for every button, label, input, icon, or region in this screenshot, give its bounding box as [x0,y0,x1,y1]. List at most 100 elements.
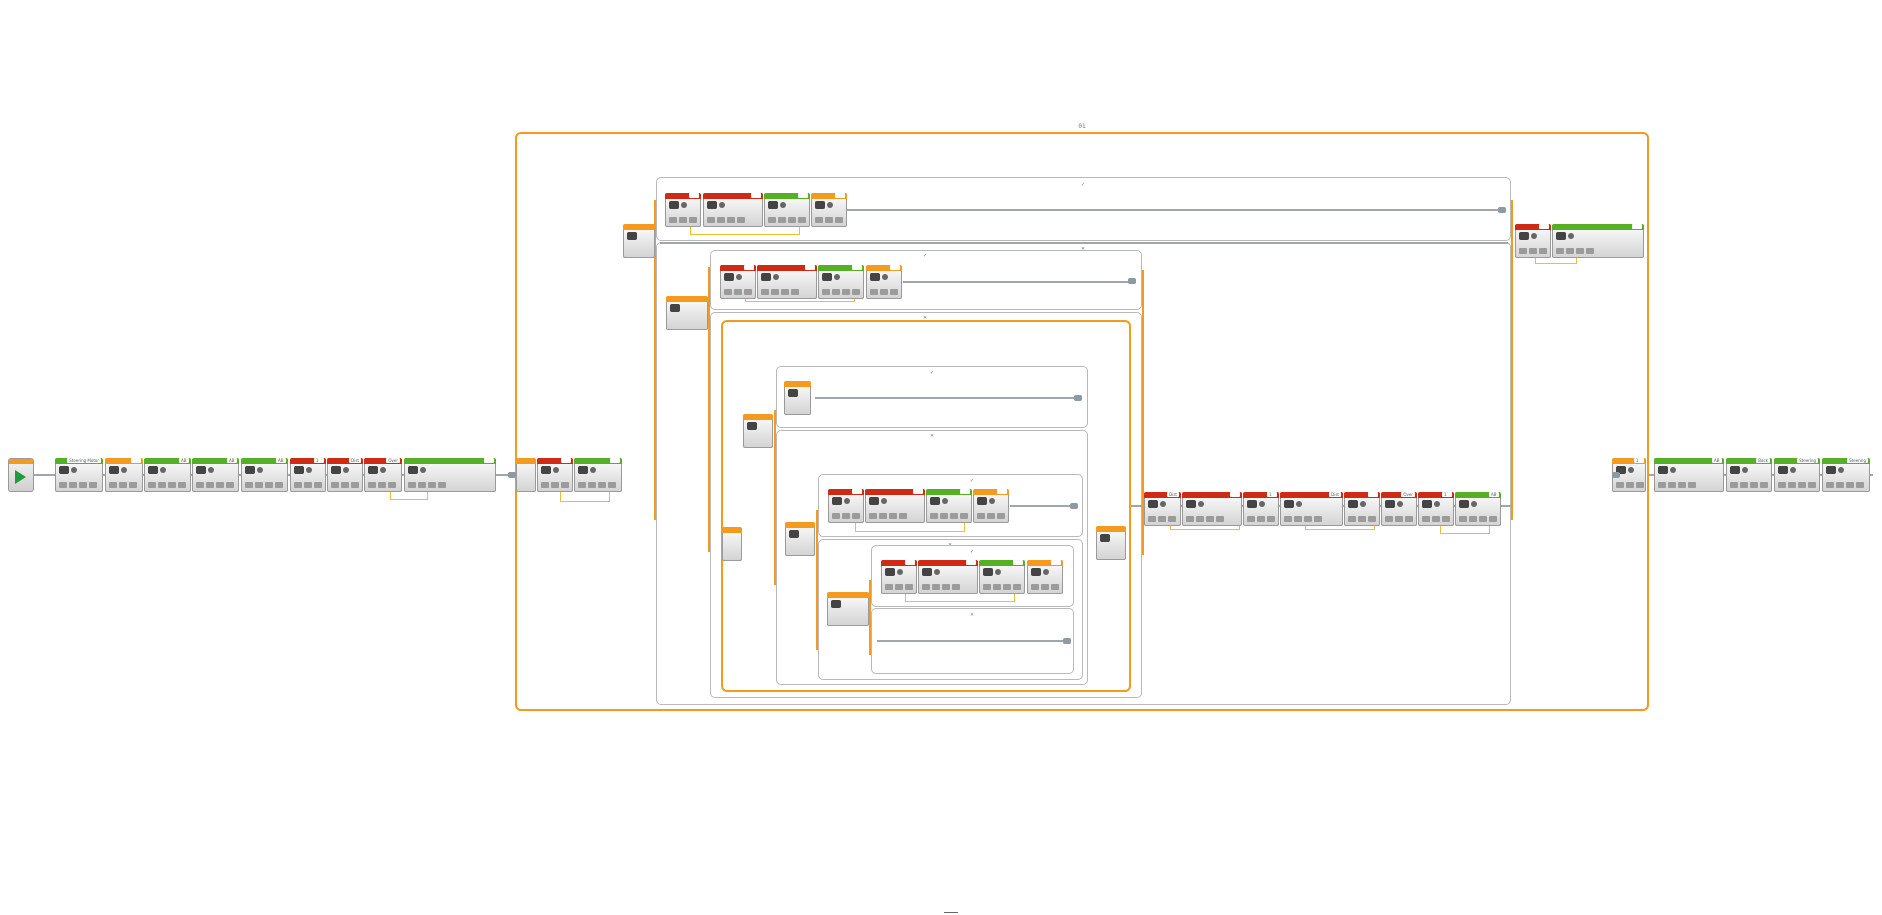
parameter-slot[interactable] [1395,516,1403,522]
block-e2-label[interactable]: AB [1712,458,1722,463]
parameter-slot[interactable] [724,289,732,295]
parameter-slot[interactable] [178,482,186,488]
outer-loop[interactable] [515,132,1649,711]
switch-1-tab-false[interactable]: ✕ [1081,245,1085,252]
parameter-slot[interactable] [1304,516,1312,522]
switch-4-header[interactable] [785,522,815,556]
parameter-slot[interactable] [551,482,559,488]
switch-2-case-true[interactable] [710,250,1142,310]
parameter-slot[interactable] [1358,516,1366,522]
outer-loop-start[interactable] [516,458,536,492]
block-b4-label[interactable]: AB [227,458,237,463]
parameter-slot[interactable] [216,482,224,488]
switch-5-header[interactable] [827,592,869,626]
parameter-slot[interactable] [89,482,97,488]
parameter-slot[interactable] [1479,516,1487,522]
block-r6-label[interactable]: Over [1401,492,1415,497]
parameter-slot[interactable] [1247,516,1255,522]
block-switch5-true-motor-label[interactable] [1013,560,1023,565]
parameter-slot[interactable] [1616,482,1624,488]
block-switch5-true-motor[interactable] [979,560,1025,594]
parameter-slot[interactable] [541,482,549,488]
parameter-slot[interactable] [1826,482,1834,488]
parameter-slot[interactable] [1566,248,1574,254]
block-b3[interactable]: AB [144,458,191,492]
switch-5-tab-true[interactable]: ✓ [970,548,974,555]
block-switch5-true-math[interactable] [918,560,978,594]
block-loop-display[interactable] [537,458,573,492]
block-r3[interactable]: 1 [1243,492,1279,526]
parameter-slot[interactable] [870,289,878,295]
block-e4[interactable]: Steering [1774,458,1820,492]
block-e1-label[interactable]: 1 [1634,458,1644,463]
switch-3-true-block[interactable] [784,381,811,415]
switch-5-case-false[interactable] [871,608,1074,674]
block-b3-label[interactable]: AB [179,458,189,463]
block-b6-label[interactable]: 1 [314,458,324,463]
parameter-slot[interactable] [408,482,416,488]
block-switch4-true-motor[interactable] [926,489,972,523]
parameter-slot[interactable] [388,482,396,488]
parameter-slot[interactable] [761,289,769,295]
parameter-slot[interactable] [119,482,127,488]
parameter-slot[interactable] [791,289,799,295]
block-switch2-true-motor[interactable] [818,265,864,299]
parameter-slot[interactable] [1658,482,1666,488]
block-r2[interactable] [1182,492,1242,526]
switch-3-case-false[interactable] [776,430,1088,685]
parameter-slot[interactable] [351,482,359,488]
block-b2-label[interactable] [131,458,141,463]
block-b6[interactable]: 1 [290,458,326,492]
parameter-slot[interactable] [852,513,860,519]
parameter-slot[interactable] [852,289,860,295]
parameter-slot[interactable] [880,289,888,295]
parameter-slot[interactable] [1556,248,1564,254]
parameter-slot[interactable] [952,584,960,590]
block-b1[interactable]: Steering Motor [55,458,103,492]
block-r1[interactable]: Dist [1144,492,1181,526]
parameter-slot[interactable] [1186,516,1194,522]
parameter-slot[interactable] [1294,516,1302,522]
parameter-slot[interactable] [781,289,789,295]
switch-4-case-true[interactable] [818,474,1083,537]
block-b7[interactable]: Dist [327,458,363,492]
block-r3-label[interactable]: 1 [1267,492,1277,497]
parameter-slot[interactable] [885,584,893,590]
block-top-right-display-label[interactable] [1539,224,1549,229]
block-switch1-true-wait-label[interactable] [835,193,845,198]
parameter-slot[interactable] [717,217,725,223]
parameter-slot[interactable] [1442,516,1450,522]
parameter-slot[interactable] [832,513,840,519]
parameter-slot[interactable] [1168,516,1176,522]
block-r4-label[interactable]: Dist [1329,492,1341,497]
parameter-slot[interactable] [987,513,995,519]
parameter-slot[interactable] [196,482,204,488]
parameter-slot[interactable] [977,513,985,519]
parameter-slot[interactable] [148,482,156,488]
parameter-slot[interactable] [842,513,850,519]
parameter-slot[interactable] [1196,516,1204,522]
parameter-slot[interactable] [768,217,776,223]
block-switch4-true-motor-label[interactable] [960,489,970,494]
switch-1-case-true[interactable] [656,177,1511,241]
block-e3[interactable]: Back [1726,458,1772,492]
block-b9-label[interactable] [484,458,494,463]
block-switch2-true-wait[interactable] [866,265,902,299]
switch-1-header[interactable] [623,224,655,258]
block-top-right-motor[interactable] [1552,224,1644,258]
block-b4[interactable]: AB [192,458,239,492]
parameter-slot[interactable] [255,482,263,488]
block-switch1-true-math-label[interactable] [751,193,761,198]
parameter-slot[interactable] [275,482,283,488]
parameter-slot[interactable] [206,482,214,488]
parameter-slot[interactable] [1519,248,1527,254]
parameter-slot[interactable] [1750,482,1758,488]
block-switch2-true-motor-label[interactable] [852,265,862,270]
parameter-slot[interactable] [1158,516,1166,522]
parameter-slot[interactable] [890,289,898,295]
parameter-slot[interactable] [737,217,745,223]
block-switch5-true-display-label[interactable] [905,560,915,565]
parameter-slot[interactable] [1405,516,1413,522]
block-switch2-true-display-label[interactable] [744,265,754,270]
parameter-slot[interactable] [1740,482,1748,488]
